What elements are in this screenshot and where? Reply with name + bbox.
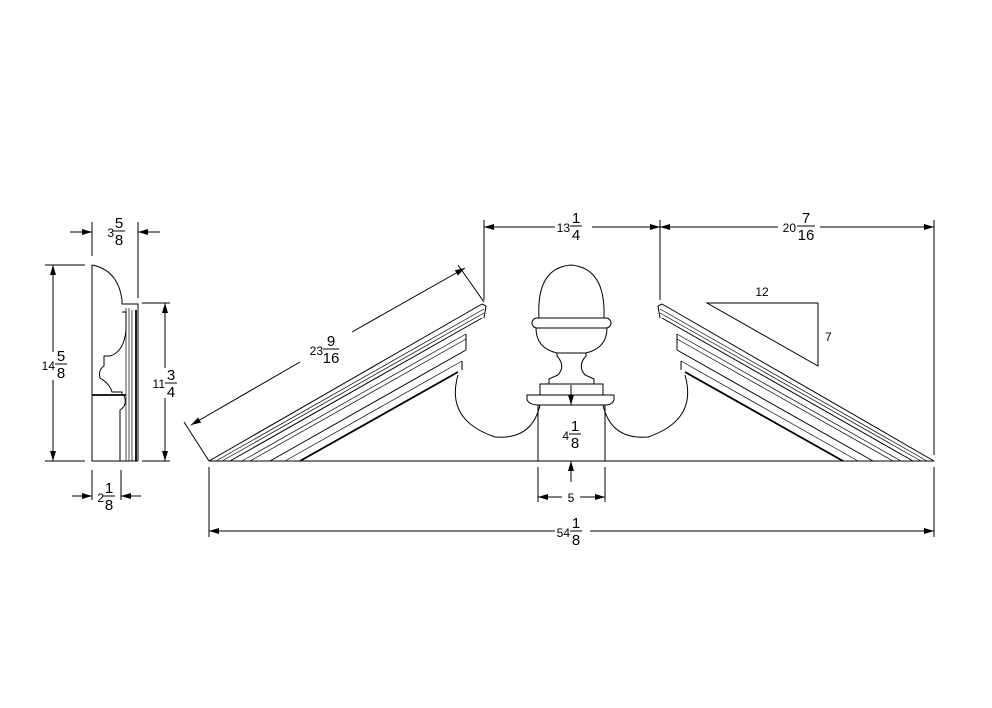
dim-overall-height-den: 8 <box>57 365 65 382</box>
dim-right-run-num: 7 <box>802 210 810 227</box>
dim-top-width-whole: 3 <box>107 226 114 240</box>
dim-base-width-whole: 2 <box>97 491 104 505</box>
side-profile <box>91 264 139 462</box>
right-cornice <box>602 303 935 462</box>
left-cornice <box>208 303 541 462</box>
dim-slope-whole: 23 <box>310 344 324 358</box>
dim-overall-height-num: 5 <box>57 348 65 365</box>
dim-plinth-width: 5 <box>568 491 575 505</box>
elevation-dimensions: 13 1 4 20 7 16 23 9 16 4 1 8 5 54 <box>183 210 935 549</box>
dim-slope-num: 9 <box>327 333 335 350</box>
dim-overall-width-num: 1 <box>572 515 580 532</box>
dim-top-width-num: 5 <box>115 215 123 232</box>
dim-top-width-den: 8 <box>115 232 123 249</box>
pitch-rise-label: 7 <box>825 330 832 344</box>
pitch-run-label: 12 <box>755 285 769 299</box>
dim-right-run-den: 16 <box>798 227 815 244</box>
dim-inner-height-whole: 11 <box>153 377 166 391</box>
dim-base-width-num: 1 <box>105 480 113 497</box>
dim-center-gap-whole: 13 <box>557 221 571 235</box>
plinth-cap <box>526 394 615 406</box>
pediment-elevation: 12 7 <box>208 264 935 462</box>
dim-plinth-height-den: 8 <box>571 435 579 452</box>
dim-overall-width-whole: 54 <box>557 526 571 540</box>
dim-inner-height-den: 4 <box>167 384 175 401</box>
dim-plinth-height-whole: 4 <box>562 429 569 443</box>
dim-base-width-den: 8 <box>105 497 113 514</box>
dim-slope-den: 16 <box>323 350 340 367</box>
dim-overall-height-whole: 14 <box>42 359 56 373</box>
dim-center-gap-den: 4 <box>572 227 580 244</box>
dim-center-gap-num: 1 <box>572 210 580 227</box>
profile-dimensions: 3 5 8 14 5 8 11 3 4 2 1 8 <box>42 215 177 514</box>
dim-right-run-whole: 20 <box>783 221 797 235</box>
acorn-finial <box>526 264 615 462</box>
dim-overall-width-den: 8 <box>572 532 580 549</box>
pitch-triangle: 12 7 <box>705 285 832 367</box>
dim-plinth-height-num: 1 <box>571 418 579 435</box>
dim-inner-height-num: 3 <box>167 367 175 384</box>
